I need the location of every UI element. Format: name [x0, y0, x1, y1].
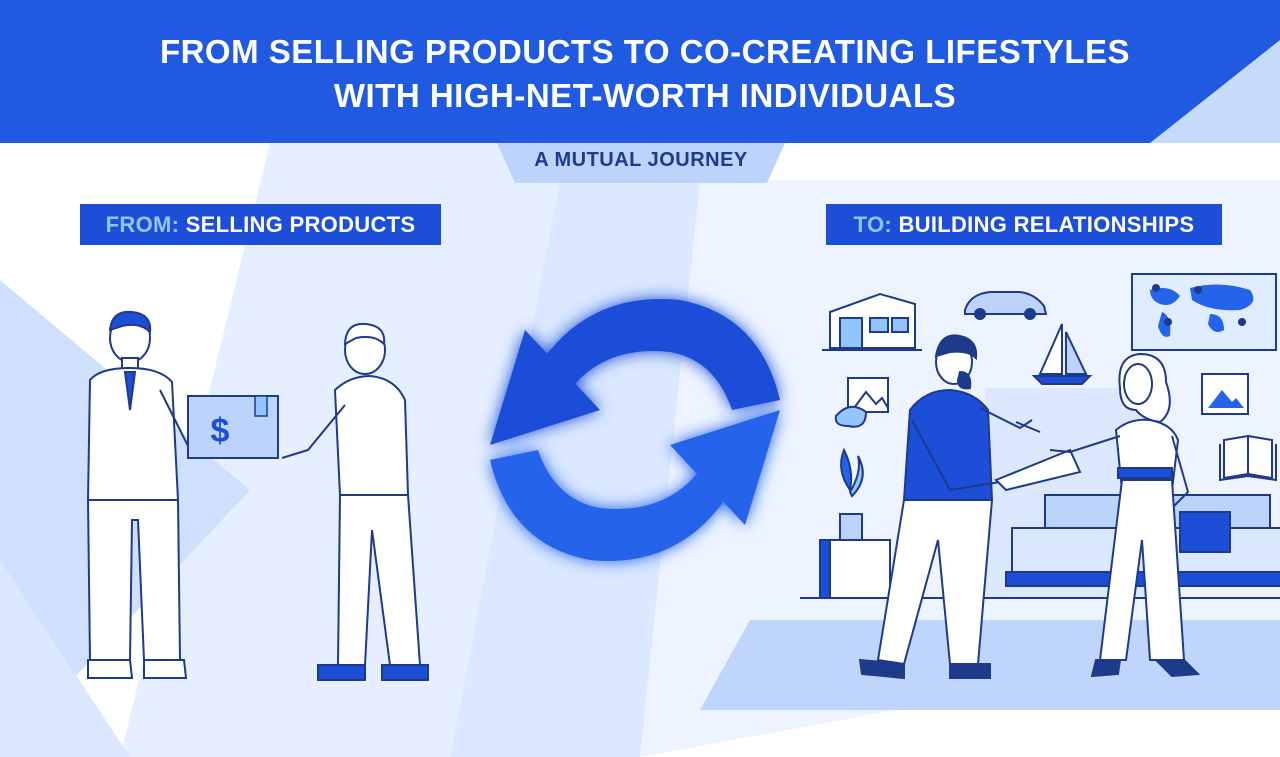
title-line-2: WITH HIGH-NET-WORTH INDIVIDUALS [333, 77, 957, 114]
title-line-1: FROM SELLING PRODUCTS TO CO-CREATING LIF… [159, 33, 1131, 70]
from-label-prefix: FROM: [105, 212, 180, 237]
man-figure [858, 334, 1033, 680]
selling-scene: $ [86, 310, 429, 681]
to-label: TO: BUILDING RELATIONSHIPS [826, 204, 1222, 245]
sailboat-icon [1031, 323, 1093, 385]
house-icon [822, 292, 922, 351]
page-title: FROM SELLING PRODUCTS TO CO-CREATING LIF… [0, 30, 1280, 118]
buyer-figure [281, 322, 429, 681]
world-map-icon [1131, 273, 1277, 351]
seller-figure [86, 310, 211, 679]
image-icon [1201, 373, 1249, 415]
relationship-scene [800, 273, 1280, 680]
woman-figure [1049, 352, 1201, 678]
document-icon [994, 421, 1082, 492]
plant-icon [819, 447, 891, 599]
from-label: FROM: SELLING PRODUCTS [80, 204, 441, 245]
book-icon [1219, 434, 1277, 482]
to-label-text: BUILDING RELATIONSHIPS [892, 212, 1195, 237]
subtitle: A MUTUAL JOURNEY [534, 149, 748, 171]
header-band [0, 0, 1280, 143]
dollar-sign: $ [211, 412, 230, 450]
cycle-arrows-icon [490, 299, 780, 561]
product-box: $ [187, 395, 279, 459]
from-label-text: SELLING PRODUCTS [179, 212, 416, 237]
palette-icon [834, 377, 889, 428]
to-label-prefix: TO: [853, 212, 893, 237]
car-icon [964, 291, 1048, 320]
subtitle-tab [497, 143, 785, 183]
